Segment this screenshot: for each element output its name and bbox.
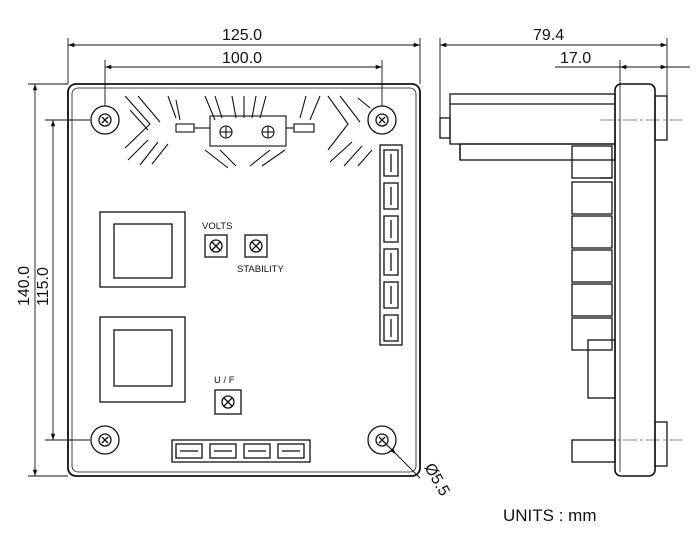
mounting-hole-bottom-left — [90, 425, 120, 455]
front-view — [67, 83, 421, 477]
dimension-lines-front — [28, 38, 421, 479]
volts-trimmer — [204, 234, 228, 258]
uf-trimmer — [214, 389, 242, 415]
dim-overall-width: 125.0 — [222, 27, 262, 44]
stability-label: STABILITY — [237, 264, 284, 275]
stability-trimmer — [244, 234, 268, 258]
mounting-hole-top-left — [90, 105, 120, 135]
side-board-edge — [614, 83, 656, 477]
dimension-lines-side — [439, 38, 690, 118]
terminal-block-vertical — [379, 144, 403, 346]
terminal-block-horizontal — [171, 439, 311, 463]
mounting-hole-top-right — [367, 105, 397, 135]
transformer-upper — [99, 211, 186, 288]
uf-label: U / F — [214, 375, 235, 386]
board-inner-outline — [71, 87, 417, 473]
side-view — [439, 83, 685, 477]
volts-label: VOLTS — [202, 221, 232, 232]
dim-hole-spacing-horizontal: 100.0 — [222, 50, 262, 67]
side-connector — [571, 145, 613, 179]
dim-overall-height: 140.0 — [16, 266, 33, 306]
dim-hole-spacing-vertical: 115.0 — [35, 267, 52, 306]
units-note: UNITS : mm — [503, 506, 597, 525]
dim-hole-diameter: Ø5.5 — [421, 461, 453, 500]
board-outline — [67, 83, 421, 477]
dim-side-offset: 17.0 — [560, 50, 591, 67]
heatsink — [124, 95, 373, 169]
dim-side-depth: 79.4 — [533, 27, 564, 44]
transformer-lower — [99, 316, 186, 403]
